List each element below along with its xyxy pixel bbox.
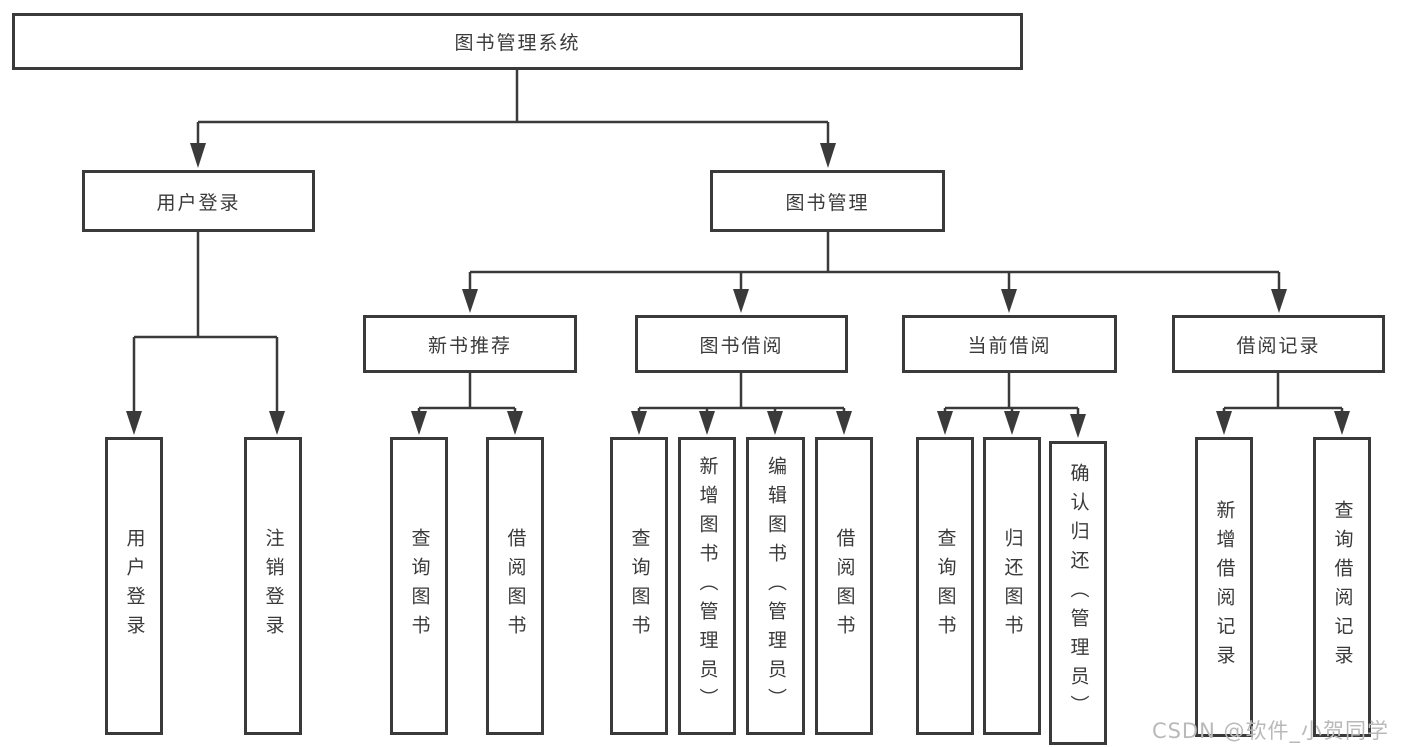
leaf-add-books-admin: 新增图书（管理员） — [678, 437, 736, 735]
leaf-logout: 注销登录 — [244, 437, 302, 735]
leaf-user-login-label: 用户登录 — [123, 528, 146, 644]
leaf-return-books: 归还图书 — [983, 437, 1041, 735]
leaf-add-books-admin-label: 新增图书（管理员） — [696, 455, 719, 717]
node-user-login-label: 用户登录 — [156, 191, 241, 214]
leaf-edit-books-admin-label: 编辑图书（管理员） — [765, 455, 787, 717]
node-current-borrow: 当前借阅 — [902, 315, 1117, 373]
leaf-user-login: 用户登录 — [105, 437, 163, 735]
leaf-logout-label: 注销登录 — [262, 528, 285, 644]
node-current-borrow-label: 当前借阅 — [967, 334, 1052, 357]
node-borrow-record: 借阅记录 — [1172, 315, 1385, 373]
csdn-watermark: CSDN @软件_小贺同学 — [1151, 719, 1389, 743]
leaf-confirm-return-admin-label: 确认归还（管理员） — [1067, 462, 1090, 724]
node-root-label: 图书管理系统 — [454, 32, 581, 54]
leaf-add-borrow-record-label: 新增借阅记录 — [1213, 500, 1236, 674]
leaf-add-borrow-record: 新增借阅记录 — [1195, 437, 1253, 737]
leaf-recommend-query-books: 查询图书 — [390, 437, 448, 735]
node-book-management: 图书管理 — [710, 170, 945, 232]
node-new-book-recommend-label: 新书推荐 — [427, 334, 512, 357]
node-book-borrow: 图书借阅 — [635, 315, 848, 373]
leaf-query-borrow-record: 查询借阅记录 — [1313, 437, 1371, 737]
leaf-return-books-label: 归还图书 — [1001, 528, 1024, 644]
leaf-recommend-query-books-label: 查询图书 — [408, 528, 431, 644]
leaf-confirm-return-admin: 确认归还（管理员） — [1049, 441, 1107, 745]
leaf-borrow-query-books: 查询图书 — [610, 437, 668, 735]
node-root: 图书管理系统 — [12, 13, 1023, 70]
node-book-borrow-label: 图书借阅 — [699, 334, 784, 357]
leaf-current-query-books-label: 查询图书 — [934, 528, 957, 644]
leaf-recommend-borrow-books-label: 借阅图书 — [504, 528, 527, 644]
leaf-current-query-books: 查询图书 — [916, 437, 974, 735]
node-user-login: 用户登录 — [82, 170, 315, 232]
leaf-borrow-query-books-label: 查询图书 — [628, 528, 651, 644]
node-borrow-record-label: 借阅记录 — [1236, 334, 1321, 357]
leaf-query-borrow-record-label: 查询借阅记录 — [1331, 500, 1354, 674]
node-book-management-label: 图书管理 — [785, 191, 870, 214]
leaf-borrow-books-label: 借阅图书 — [833, 528, 856, 644]
leaf-edit-books-admin: 编辑图书（管理员） — [746, 437, 805, 735]
leaf-recommend-borrow-books: 借阅图书 — [486, 437, 544, 735]
node-new-book-recommend: 新书推荐 — [363, 315, 577, 373]
leaf-borrow-books: 借阅图书 — [815, 437, 873, 735]
